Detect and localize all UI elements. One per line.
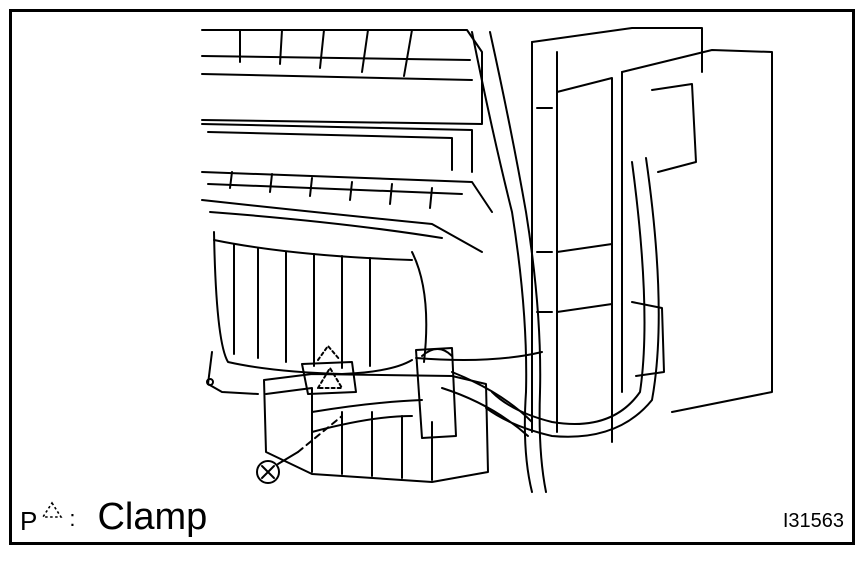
figure-id: I31563 xyxy=(782,510,844,532)
figure-frame: P : Clamp I31563 xyxy=(9,9,855,545)
middle-vents xyxy=(201,171,493,253)
blower-housing xyxy=(206,231,428,395)
right-housing xyxy=(531,27,773,443)
dashed-triangle-icon xyxy=(41,501,63,524)
screw xyxy=(256,415,343,484)
legend-prefix: P xyxy=(20,506,38,536)
upper-grille xyxy=(201,29,483,173)
wire-harness xyxy=(415,31,660,493)
clamp-marker xyxy=(301,345,357,395)
legend-separator: : xyxy=(69,506,76,531)
heater-unit-drawing xyxy=(201,27,773,493)
legend: P : Clamp xyxy=(20,486,207,536)
connector-block xyxy=(263,347,489,483)
legend-label: Clamp xyxy=(97,496,208,538)
